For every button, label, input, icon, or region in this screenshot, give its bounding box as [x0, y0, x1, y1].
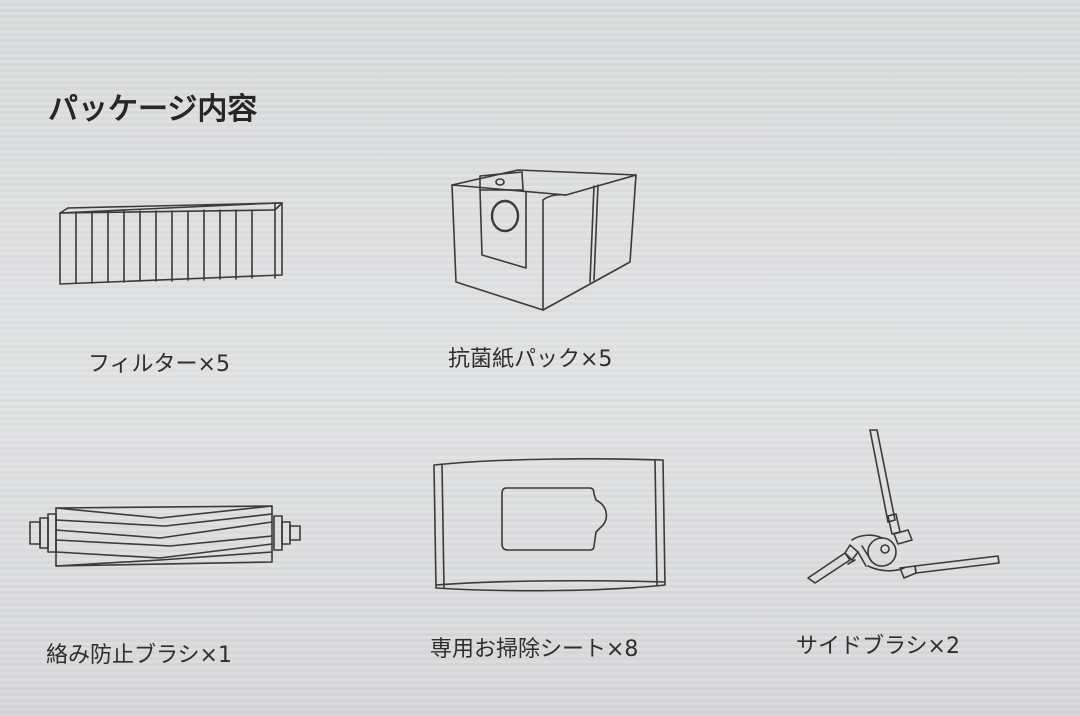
item-label: 専用お掃除シート×8: [430, 637, 639, 662]
item-label: 抗菌紙パック×5: [448, 347, 613, 372]
item-label: フィルター×5: [88, 352, 230, 377]
item-label: 絡み防止ブラシ×1: [46, 643, 232, 668]
page-title: パッケージ内容: [48, 92, 258, 127]
item-label: サイドブラシ×2: [796, 634, 960, 659]
